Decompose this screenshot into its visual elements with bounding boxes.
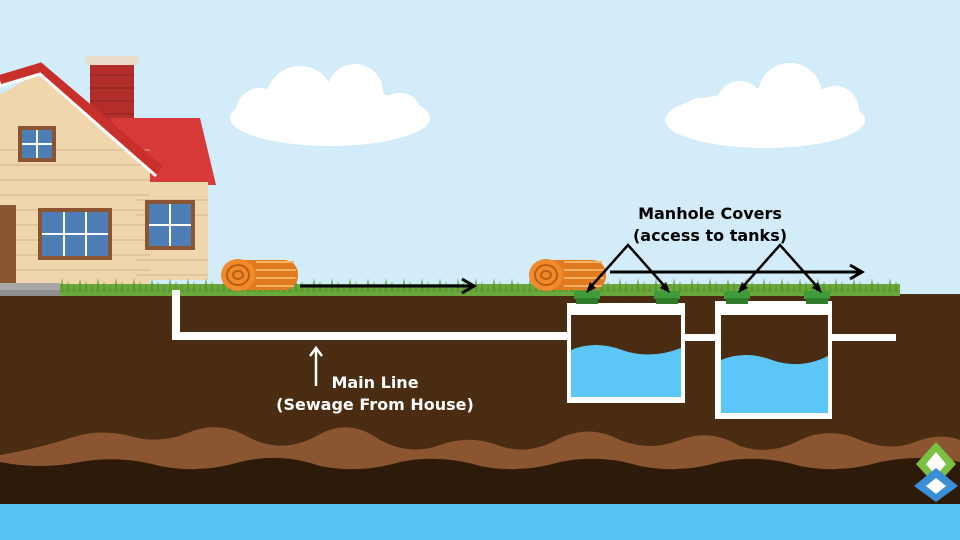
manhole-covers-subtitle: (access to tanks) (632, 226, 788, 245)
main-line-title: Main Line (331, 373, 419, 392)
manhole-cover-icon (654, 291, 680, 304)
house-icon (0, 56, 216, 296)
septic-tank-icon (715, 301, 832, 419)
tank-connector-pipe (684, 334, 718, 341)
main-line-pipe (172, 290, 568, 340)
manhole-covers-title: Manhole Covers (638, 204, 782, 223)
logo-icon (914, 442, 958, 502)
main-line-arrow-icon (309, 345, 323, 386)
deep-soil (0, 457, 960, 510)
callout-lines (587, 243, 821, 291)
soil-band (0, 427, 960, 470)
outlet-pipe (830, 334, 896, 341)
groundwater (0, 504, 960, 540)
main-line-subtitle: (Sewage From House) (276, 395, 474, 414)
callout-arrowheads (586, 282, 822, 293)
manhole-cover-icon (804, 291, 830, 304)
manhole-covers-label: Manhole Covers (access to tanks) (590, 203, 830, 247)
septic-tank-icon (567, 303, 685, 403)
manhole-cover-icon (724, 291, 750, 304)
cloud-icon (230, 64, 430, 146)
cloud-icon (665, 63, 865, 148)
flow-arrow-icon (300, 277, 477, 295)
sod-roll-icon (529, 259, 606, 291)
main-line-label: Main Line (Sewage From House) (270, 372, 480, 416)
sod-roll-icon (221, 259, 298, 291)
manhole-cover-icon (574, 291, 600, 304)
